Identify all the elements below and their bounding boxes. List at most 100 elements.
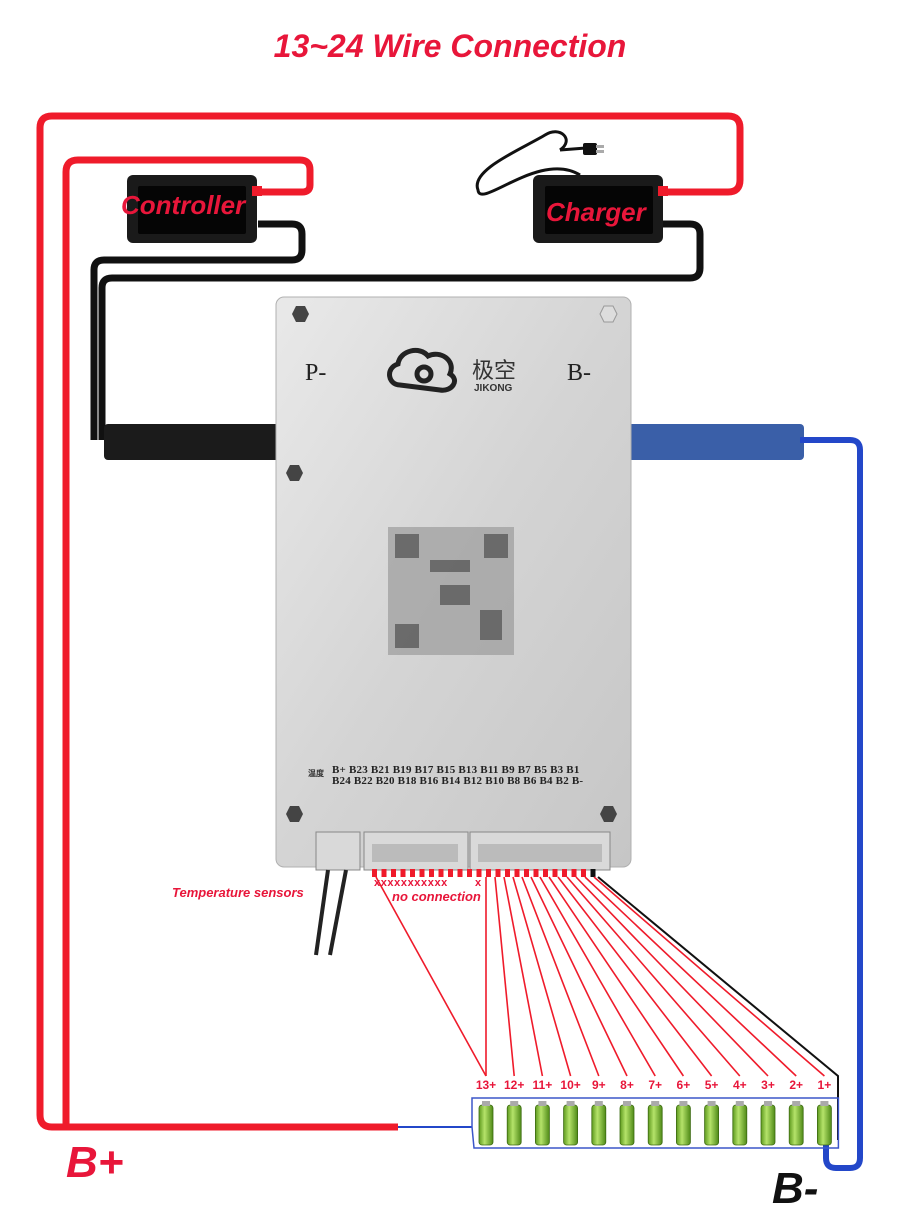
b-minus-cable	[628, 424, 804, 460]
connector-pin-mark	[552, 869, 558, 877]
cell-label: 8+	[620, 1078, 634, 1092]
brand-en-label: JIKONG	[474, 383, 513, 394]
connector-pin-mark	[400, 869, 406, 877]
battery-cell-terminal	[764, 1101, 772, 1106]
connector-pin-mark	[410, 869, 415, 877]
battery-cell-terminal	[482, 1101, 490, 1106]
cloud-logo-icon	[387, 347, 457, 393]
balance-wire-bminus	[597, 876, 839, 1140]
balance-wire	[593, 876, 825, 1077]
battery-cell	[506, 1104, 522, 1146]
connector-pin-mark	[486, 869, 491, 877]
cell-label: 5+	[704, 1078, 719, 1092]
b-minus-board-label: B-	[567, 360, 591, 386]
connector-pin-mark	[590, 869, 596, 877]
charger-cord	[475, 130, 581, 196]
balance-wire	[575, 876, 769, 1077]
connector-pin-mark	[381, 869, 387, 877]
connector-pin-mark	[562, 869, 567, 877]
battery-cell	[788, 1104, 804, 1146]
p-minus-label: P-	[305, 360, 327, 386]
cell-label: 11+	[532, 1078, 553, 1092]
controller-label: Controller	[121, 190, 246, 220]
battery-cell	[760, 1104, 776, 1146]
battery-cell	[619, 1104, 635, 1146]
battery-cell	[647, 1104, 663, 1146]
pin-labels-row2: B24 B22 B20 B18 B16 B14 B12 B10 B8 B6 B4…	[332, 775, 584, 787]
connector-pin-mark	[448, 869, 453, 877]
cell-label: 9+	[591, 1078, 606, 1092]
battery-cell-terminal	[735, 1101, 744, 1106]
connector-pin-mark	[543, 869, 548, 877]
connector-pin-mark	[391, 869, 396, 877]
connector-pin-mark	[495, 869, 501, 877]
cell-label: 1+	[817, 1078, 832, 1092]
battery-cell-terminal	[538, 1101, 547, 1106]
balance-wire	[584, 876, 797, 1077]
series-link	[471, 1097, 840, 1149]
connector-pin-mark	[505, 869, 510, 877]
no-connection-mark-single: x	[475, 877, 482, 889]
brand-cn-label: 极空	[472, 359, 517, 384]
battery-cell-terminal	[792, 1101, 801, 1106]
temperature-sensors-label: Temperature sensors	[172, 885, 304, 900]
connector-pin-mark	[514, 869, 520, 877]
b-minus-terminal-label: B-	[772, 1164, 819, 1213]
temp-sensor-wire	[314, 869, 330, 956]
balance-wire	[539, 876, 656, 1077]
battery-cell	[817, 1104, 832, 1146]
balance-wire	[557, 876, 713, 1077]
connector-pin-mark	[457, 869, 463, 877]
battery-cell	[676, 1104, 691, 1146]
no-connection-marks: xxxxxxxxxxx	[374, 877, 448, 889]
balance-wire	[503, 876, 544, 1077]
battery-cell-terminal	[707, 1101, 716, 1106]
connector-pin-mark	[429, 869, 434, 877]
b-plus-terminal-label: B+	[66, 1138, 124, 1187]
plug	[583, 143, 597, 155]
bminus-blue-wire	[800, 437, 863, 1171]
balance-wire	[548, 876, 685, 1077]
battery-cell	[591, 1104, 607, 1146]
charger-black-wire	[98, 220, 704, 440]
battery-cell	[732, 1104, 748, 1146]
cell-label: 12+	[504, 1078, 525, 1092]
connector-pin-mark	[438, 869, 444, 877]
battery-cell-terminal	[594, 1101, 603, 1106]
connector-pin-mark	[524, 869, 529, 877]
battery-cell-terminal	[651, 1101, 660, 1106]
battery-cell-terminal	[510, 1101, 519, 1106]
temp-connector	[315, 831, 361, 871]
connector-pin-mark	[476, 869, 482, 877]
connector-pin-mark	[571, 869, 577, 877]
cell-label: 3+	[761, 1078, 775, 1092]
screw-icon	[286, 305, 618, 822]
cell-label: 4+	[732, 1078, 747, 1092]
balance-wire	[375, 876, 487, 1077]
balance-wire	[530, 876, 628, 1077]
connector-pin-mark	[533, 869, 539, 877]
p-minus-cable	[104, 424, 280, 460]
balance-wire	[566, 876, 741, 1077]
cell-label: 2+	[789, 1078, 804, 1092]
balance-wire	[512, 876, 572, 1077]
cell-label: 10+	[560, 1078, 581, 1092]
connector-pin-mark	[419, 869, 425, 877]
battery-cell-terminal	[623, 1101, 631, 1106]
connector-pin-mark	[372, 869, 377, 877]
connector-pin-mark	[467, 869, 472, 877]
pin-labels-row1: B+ B23 B21 B19 B17 B15 B13 B11 B9 B7 B5 …	[332, 764, 580, 776]
temp-cn-label: 温度	[308, 769, 324, 778]
balance-wire	[494, 876, 515, 1077]
battery-cell	[535, 1104, 550, 1146]
battery-cell-terminal	[566, 1101, 575, 1106]
battery-cell	[478, 1104, 494, 1146]
battery-cell-terminal	[679, 1101, 688, 1106]
page-title: 13~24 Wire Connection	[273, 28, 627, 64]
balance-wire	[521, 876, 600, 1077]
battery-cell	[563, 1104, 578, 1146]
battery-cell	[704, 1104, 719, 1146]
cell-label: 13+	[475, 1078, 497, 1092]
charger-label: Charger	[546, 197, 646, 227]
